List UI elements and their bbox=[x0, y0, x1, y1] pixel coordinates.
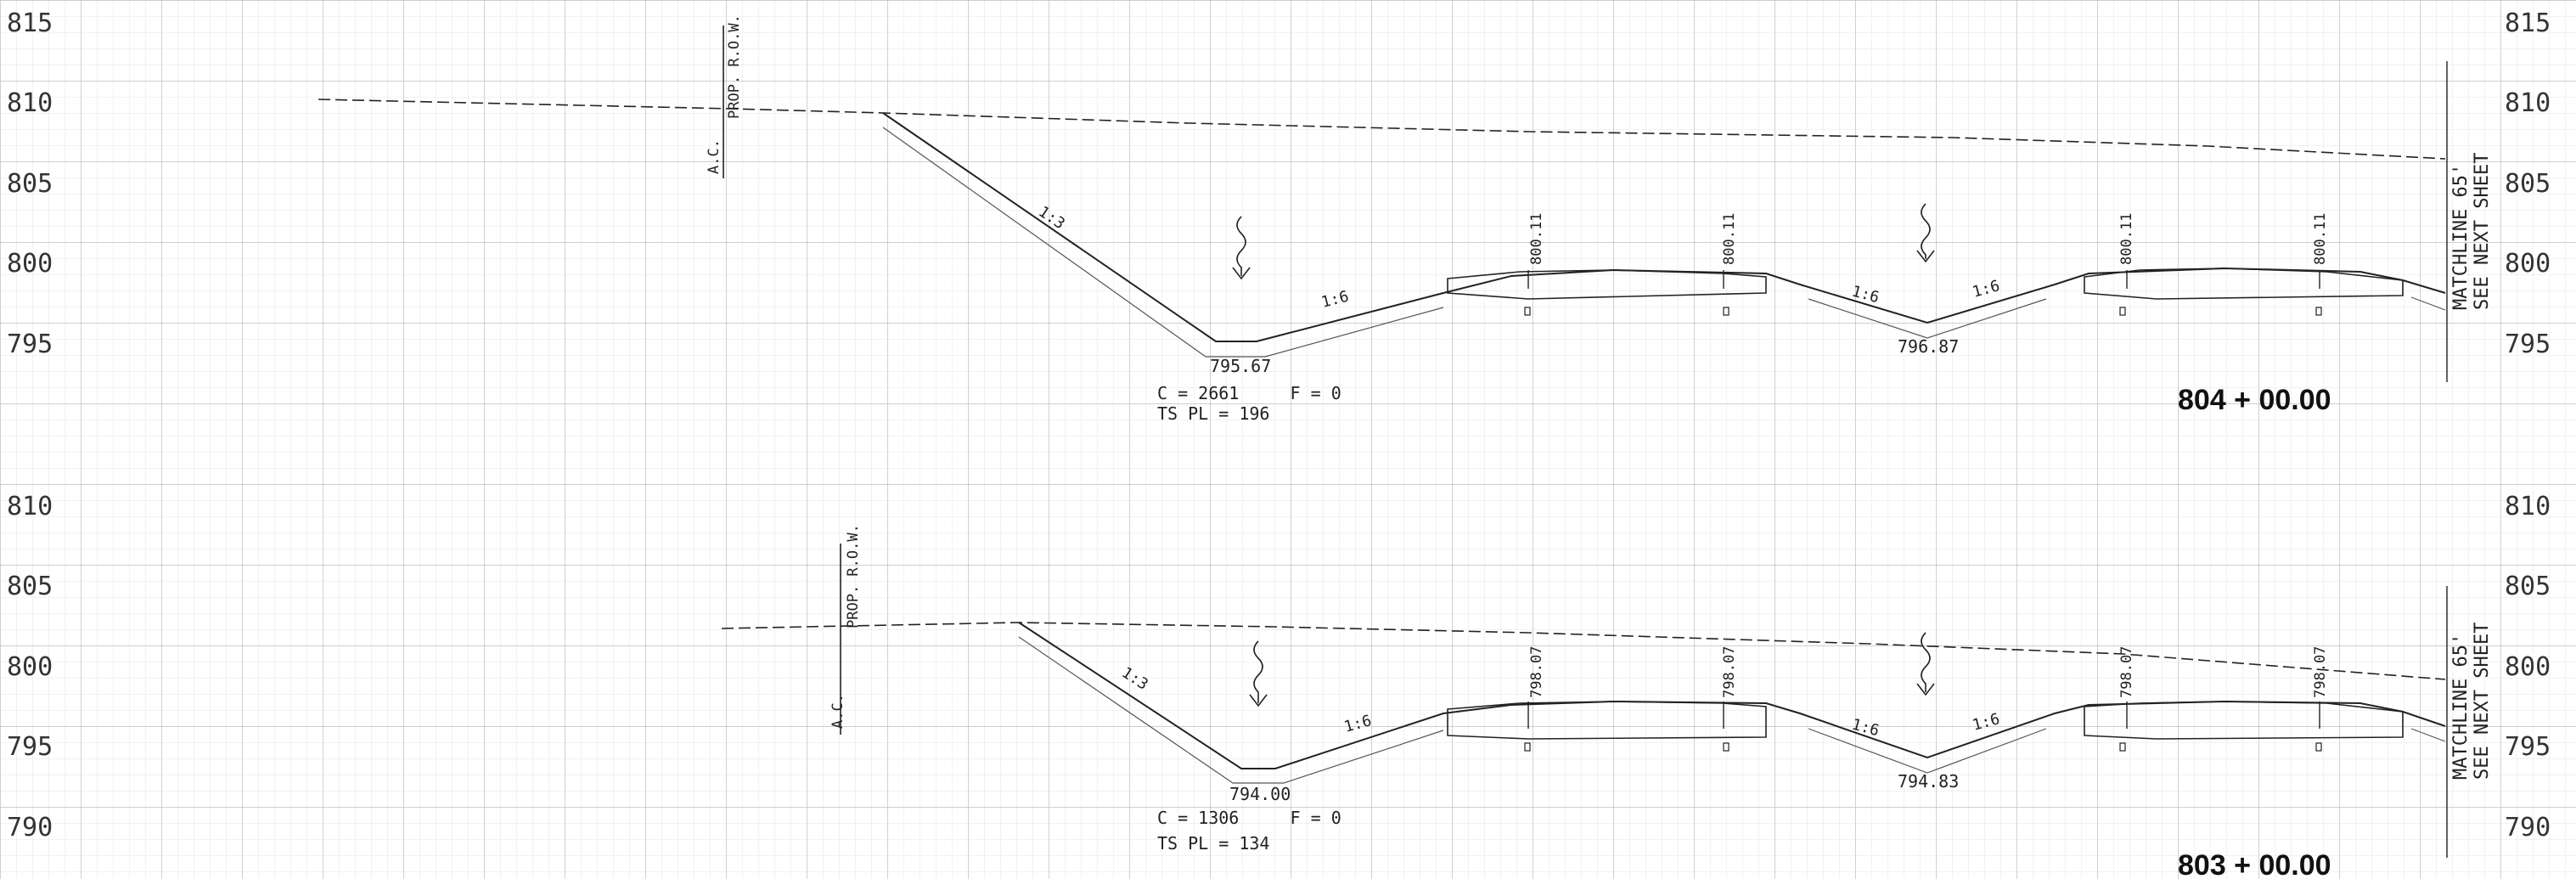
right-elev-label: 815 bbox=[2505, 8, 2551, 38]
matchline-label: SEE NEXT SHEET bbox=[2472, 153, 2493, 310]
proposed-grade-line bbox=[882, 112, 2446, 342]
right-elev-label: 810 bbox=[2505, 492, 2551, 521]
row-label: PROP. R.O.W. bbox=[726, 14, 743, 119]
pavement-elevation: 800.11 bbox=[2118, 213, 2135, 265]
pavement-section bbox=[2084, 701, 2404, 740]
flow-arrow-icon bbox=[1249, 640, 1268, 707]
pavement-section bbox=[1447, 701, 1767, 740]
left-elev-label: 815 bbox=[7, 8, 53, 38]
right-elev-label: 800 bbox=[2505, 249, 2551, 279]
ts-pl-label: TS PL = 134 bbox=[1157, 833, 1269, 854]
left-elev-label: 800 bbox=[7, 652, 53, 682]
cut-fill-label: C = 1306 F = 0 bbox=[1157, 808, 1341, 828]
existing-ground-line bbox=[318, 99, 2446, 160]
cut-fill-label: C = 2661 F = 0 bbox=[1157, 383, 1341, 403]
ditch-elevation: 794.83 bbox=[1898, 771, 1959, 792]
flow-arrow-icon bbox=[1916, 632, 1935, 696]
right-elevation-scale: 815 810 805 800 795 810 805 800 795 790 bbox=[2505, 8, 2551, 842]
marker bbox=[1524, 307, 1531, 316]
ac-label: A.C. bbox=[706, 139, 723, 174]
station-label: 804 + 00.00 bbox=[2178, 384, 2331, 416]
marker bbox=[2119, 742, 2126, 752]
ditch-elevation: 795.67 bbox=[1210, 356, 1271, 376]
left-elev-label: 810 bbox=[7, 88, 53, 118]
pavement-elevation: 798.07 bbox=[1528, 646, 1545, 698]
left-elevation-scale: 815 810 805 800 795 810 805 800 795 790 bbox=[7, 8, 53, 842]
cross-section-804 bbox=[318, 25, 2448, 382]
ac-label: A.C. bbox=[830, 694, 846, 729]
matchline-label: MATCHLINE 65' bbox=[2450, 634, 2472, 780]
left-elev-label: 800 bbox=[7, 249, 53, 279]
left-elev-label: 795 bbox=[7, 732, 53, 762]
right-elev-label: 805 bbox=[2505, 572, 2551, 601]
left-elev-label: 805 bbox=[7, 169, 53, 199]
right-elev-label: 795 bbox=[2505, 330, 2551, 359]
right-elev-label: 810 bbox=[2505, 88, 2551, 118]
left-elev-label: 810 bbox=[7, 492, 53, 521]
station-label: 803 + 00.00 bbox=[2178, 849, 2331, 879]
ts-pl-label: TS PL = 196 bbox=[1157, 403, 1269, 424]
left-elev-label: 805 bbox=[7, 572, 53, 601]
pavement-elevation: 798.07 bbox=[2118, 646, 2135, 698]
marker bbox=[2315, 307, 2322, 316]
right-elev-label: 790 bbox=[2505, 813, 2551, 842]
right-elev-label: 795 bbox=[2505, 732, 2551, 762]
marker bbox=[2315, 742, 2322, 752]
pavement-elevation: 798.07 bbox=[2312, 646, 2329, 698]
pavement-elevation: 800.11 bbox=[1528, 213, 1545, 265]
flow-arrow-icon bbox=[1916, 203, 1935, 263]
marker bbox=[1723, 307, 1730, 316]
left-elev-label: 790 bbox=[7, 813, 53, 842]
right-elev-label: 800 bbox=[2505, 652, 2551, 682]
ditch-elevation: 794.00 bbox=[1229, 784, 1291, 804]
pavement-elevation: 798.07 bbox=[1721, 646, 1738, 698]
pavement-elevation: 800.11 bbox=[2312, 213, 2329, 265]
matchline-label: SEE NEXT SHEET bbox=[2472, 623, 2493, 780]
subgrade-line bbox=[1018, 636, 2446, 784]
pavement-section bbox=[1447, 269, 1767, 300]
subgrade-line bbox=[882, 127, 2446, 358]
section-803-labels: A.C. PROP. R.O.W. 1:3 1:6 1:6 1:6 798.07… bbox=[830, 524, 2493, 879]
cross-section-803 bbox=[721, 544, 2448, 858]
row-label: PROP. R.O.W. bbox=[845, 524, 862, 628]
section-804-labels: A.C. PROP. R.O.W. 1:3 1:6 1:6 1:6 800.11… bbox=[706, 14, 2493, 424]
matchline-label: MATCHLINE 65' bbox=[2450, 164, 2472, 310]
marker bbox=[2119, 307, 2126, 316]
left-elev-label: 795 bbox=[7, 330, 53, 359]
ditch-elevation: 796.87 bbox=[1898, 336, 1959, 357]
marker bbox=[1524, 742, 1531, 752]
marker bbox=[1723, 742, 1730, 752]
pavement-section bbox=[2084, 268, 2404, 300]
right-elev-label: 805 bbox=[2505, 169, 2551, 199]
pavement-elevation: 800.11 bbox=[1721, 213, 1738, 265]
flow-arrow-icon bbox=[1232, 216, 1251, 280]
